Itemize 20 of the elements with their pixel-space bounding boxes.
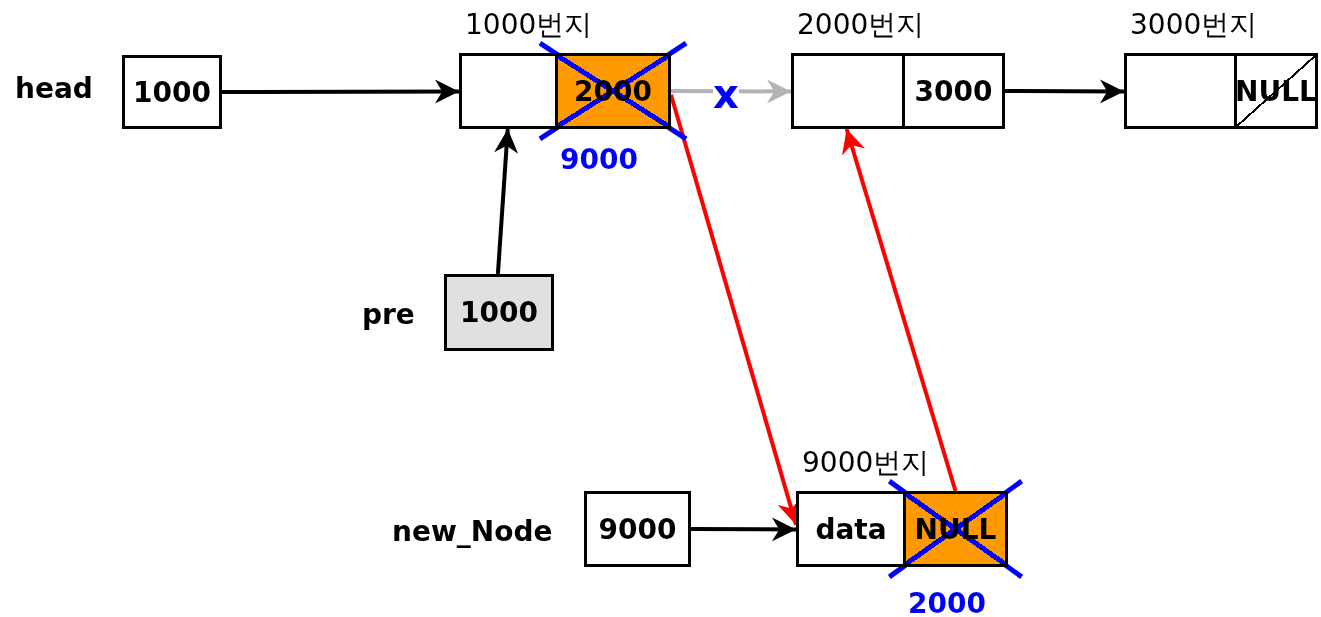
arrow bbox=[671, 79, 791, 104]
pointer-box: 9000 bbox=[584, 491, 691, 567]
address-label: 9000번지 bbox=[802, 446, 930, 480]
arrow bbox=[1005, 79, 1124, 104]
address-label: 3000번지 bbox=[1130, 8, 1258, 42]
value-cell: 3000 bbox=[902, 53, 1005, 129]
pointer-box: 1000 bbox=[122, 55, 222, 129]
variable-name: new_Node bbox=[392, 515, 553, 549]
value-cell: data bbox=[796, 491, 906, 567]
address-label: 2000번지 bbox=[797, 8, 925, 42]
new-value-text: 2000 bbox=[908, 587, 986, 617]
address-label: 1000번지 bbox=[465, 8, 593, 42]
variable-name: pre bbox=[362, 298, 415, 332]
arrow bbox=[222, 79, 459, 104]
variable-name: head bbox=[15, 72, 93, 106]
new-value-text: 9000 bbox=[560, 143, 638, 177]
arrow bbox=[691, 517, 796, 542]
arrow bbox=[494, 128, 519, 275]
pointer-box: 1000 bbox=[444, 274, 554, 351]
arrow bbox=[842, 128, 958, 492]
